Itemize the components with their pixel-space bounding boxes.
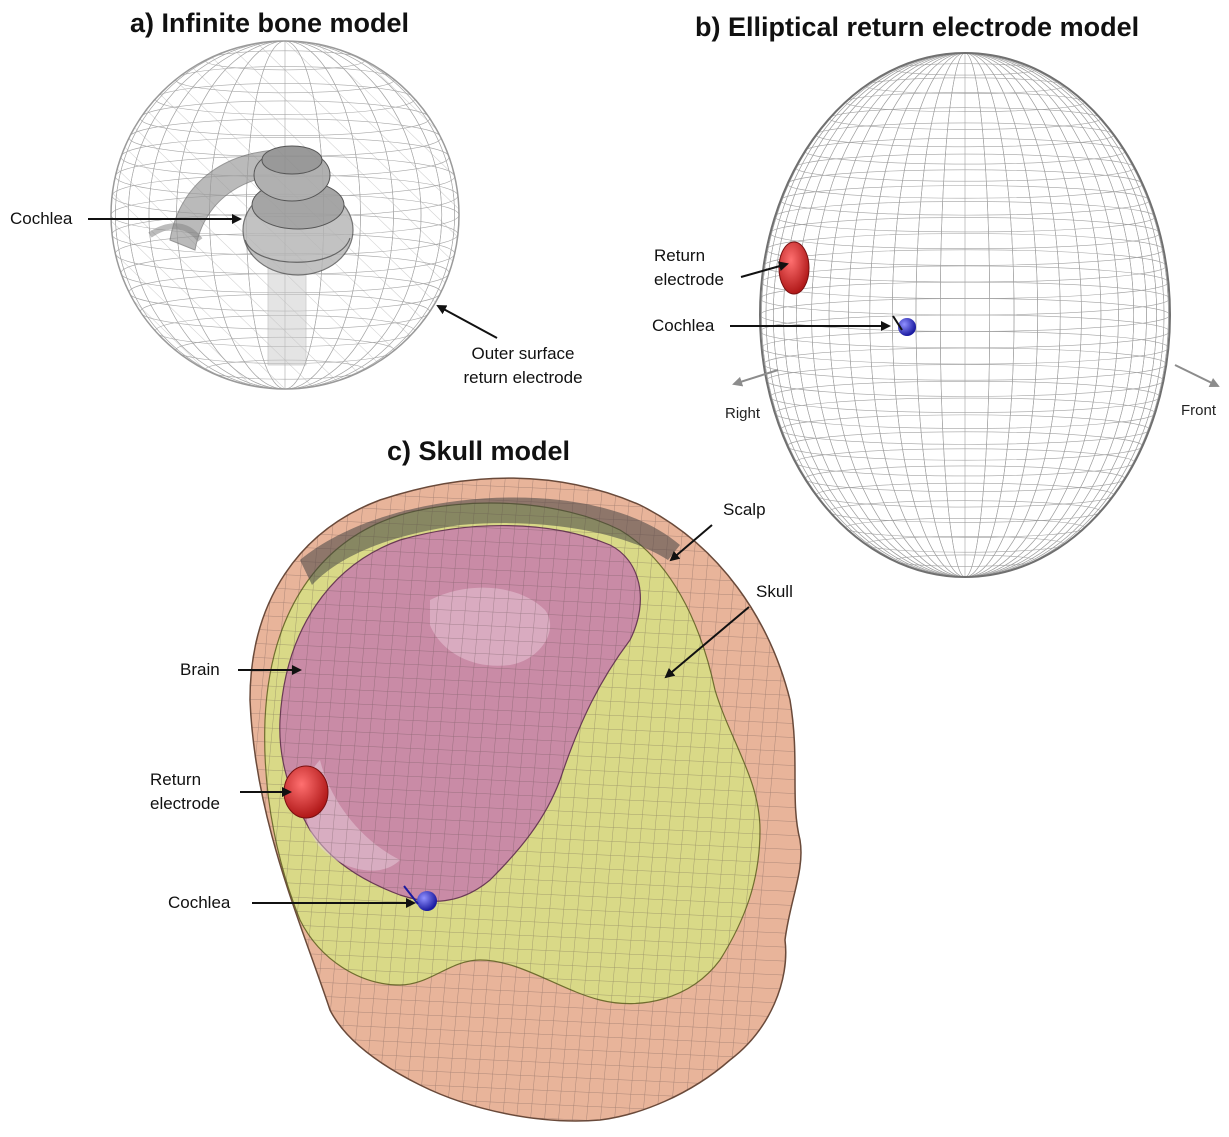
label-cochlea-a: Cochlea [10, 207, 72, 231]
label-brain: Brain [180, 658, 220, 682]
label-return-b-line1: Return [654, 244, 705, 268]
return-electrode-b [779, 242, 809, 294]
ellipsoid-mesh [760, 53, 1170, 577]
label-return-c-line1: Return [150, 768, 201, 792]
label-skull: Skull [756, 580, 793, 604]
cochlea-marker-b [893, 316, 916, 336]
label-outer-surface-line2: return electrode [448, 366, 598, 390]
head-model [180, 470, 805, 1137]
arrow-outer-surface-a [438, 306, 497, 338]
label-front: Front [1181, 399, 1216, 423]
front-direction-arrow [1175, 365, 1218, 386]
label-outer-surface-line1: Outer surface [453, 342, 593, 366]
label-scalp: Scalp [723, 498, 766, 522]
label-return-b-line2: electrode [654, 268, 724, 292]
label-right: Right [725, 402, 760, 426]
label-cochlea-b: Cochlea [652, 314, 714, 338]
label-cochlea-c: Cochlea [168, 891, 230, 915]
return-electrode-c [284, 766, 328, 818]
label-return-c-line2: electrode [150, 792, 220, 816]
